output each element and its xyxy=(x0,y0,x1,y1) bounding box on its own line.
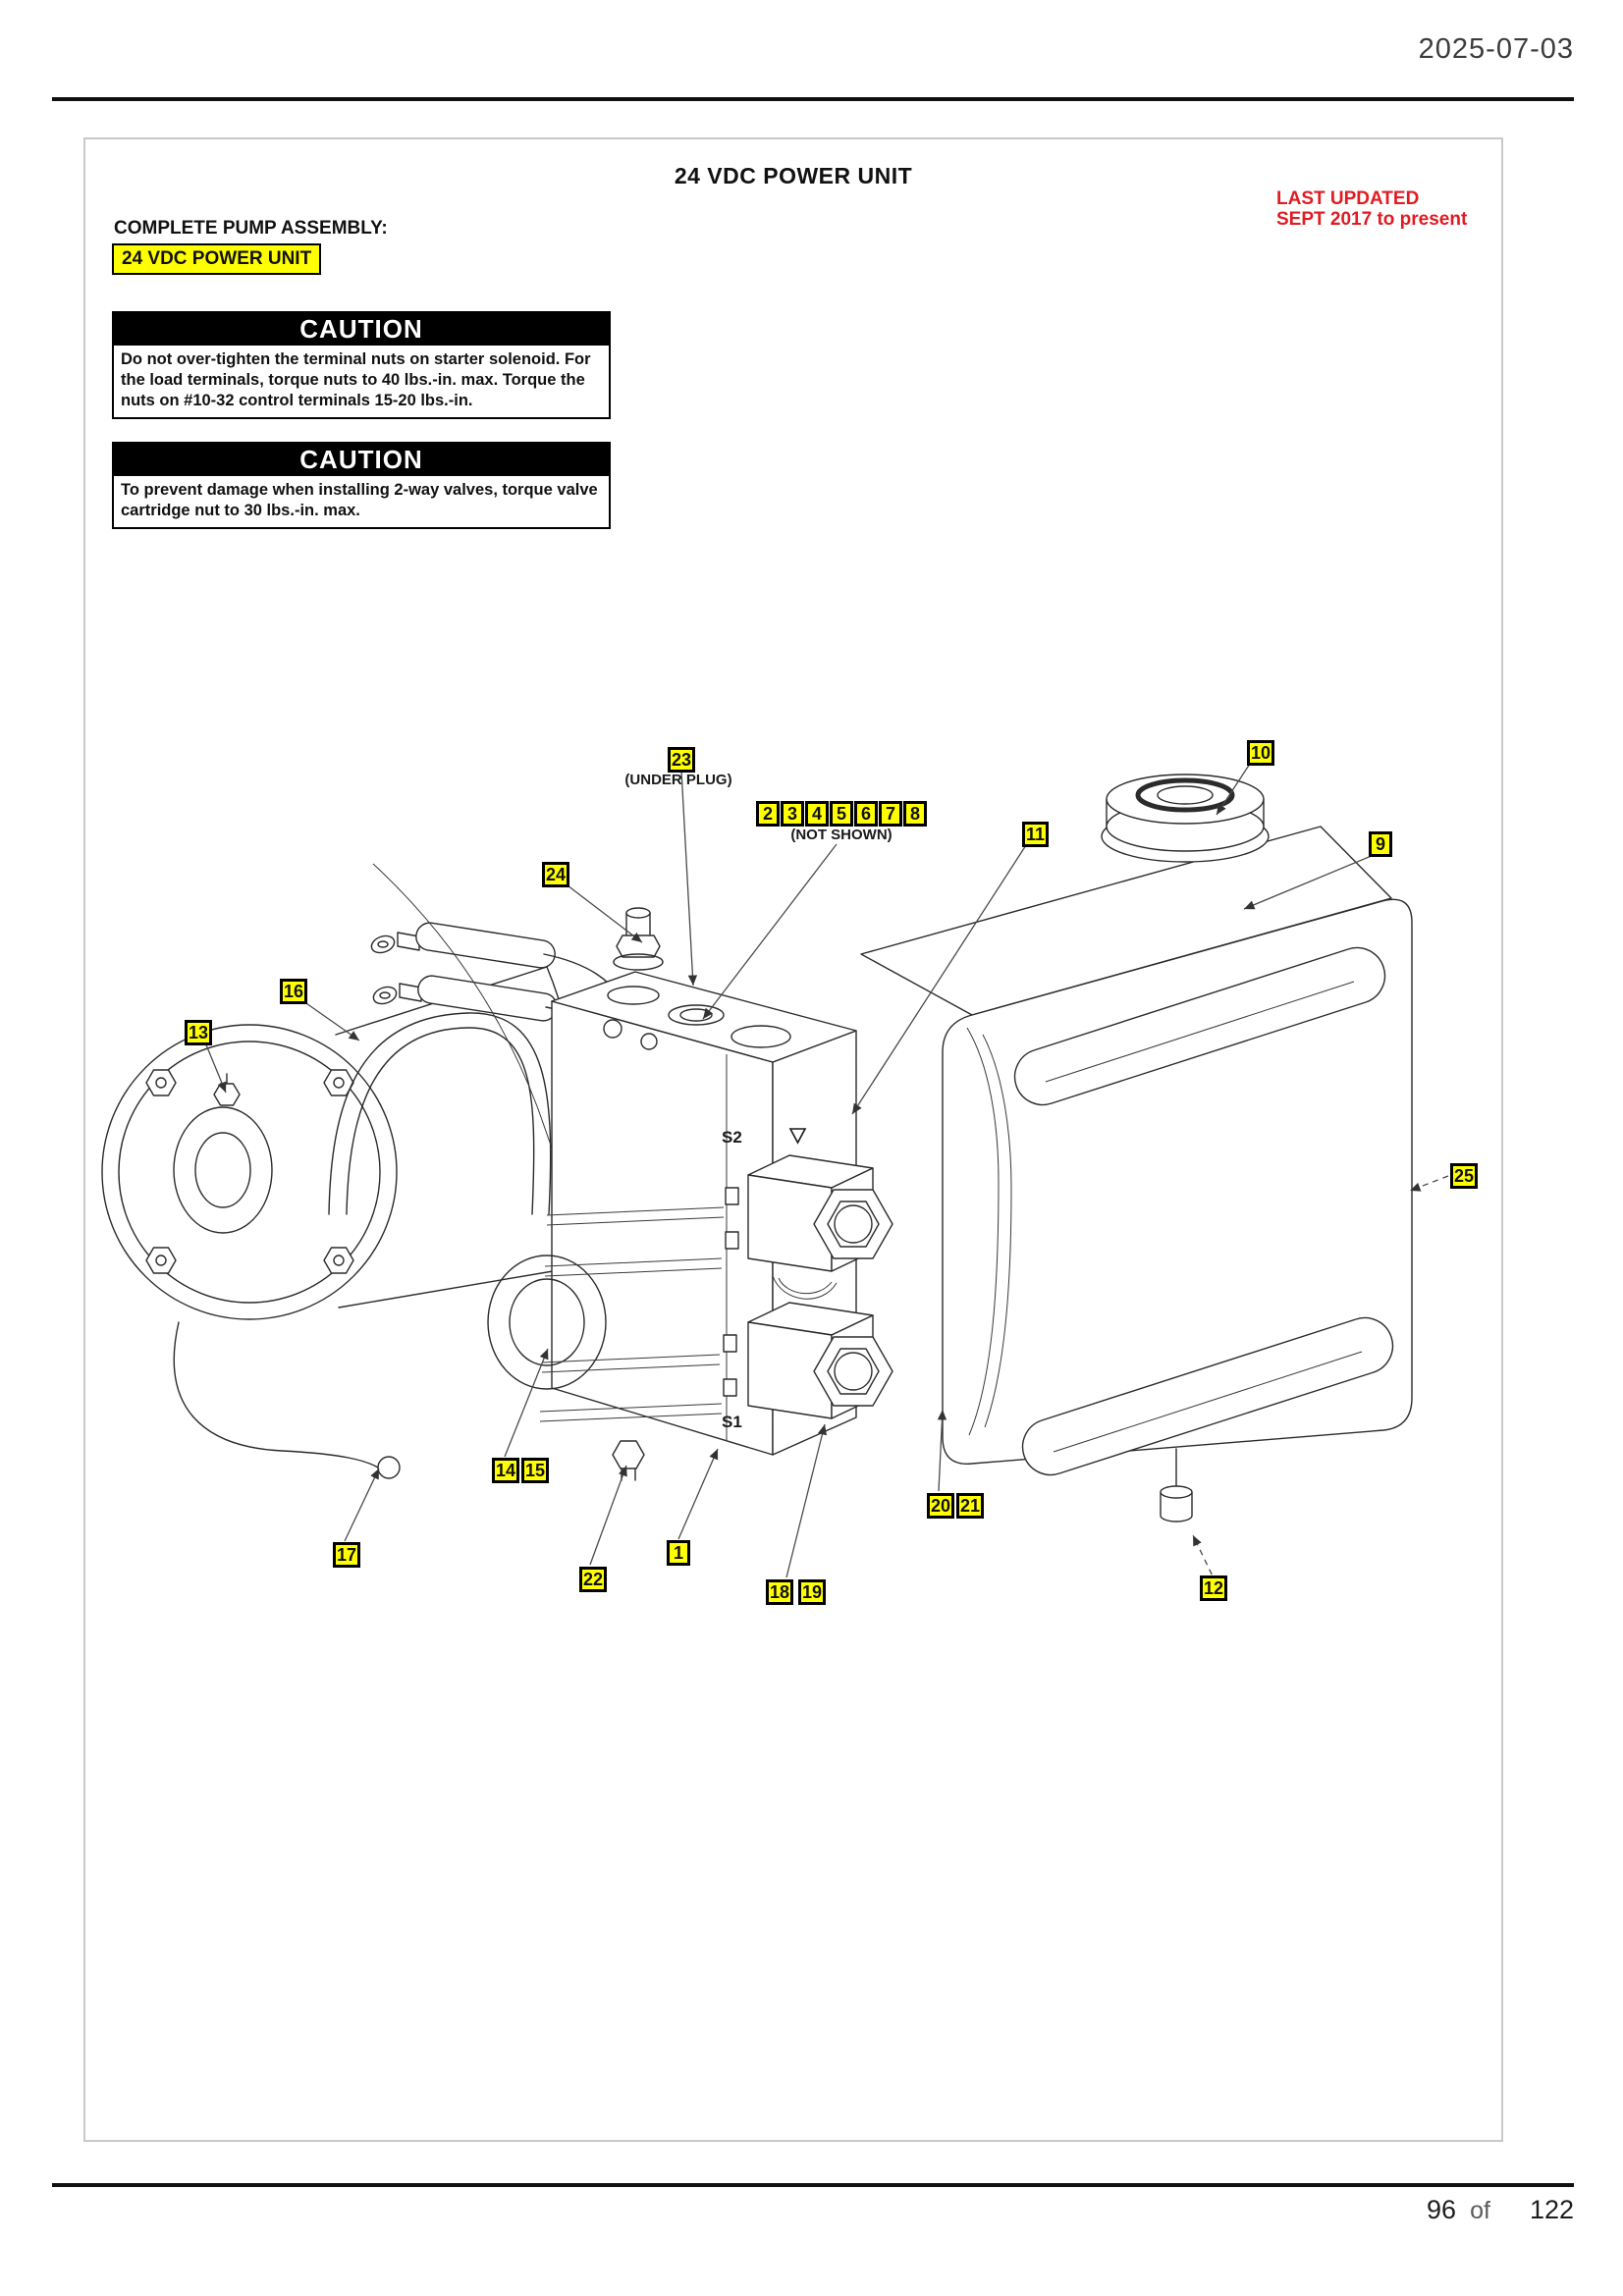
page-current: 96 xyxy=(1427,2195,1457,2224)
callout-22: 22 xyxy=(579,1567,608,1592)
callout-3: 3 xyxy=(781,801,804,827)
caution-1-body: Do not over-tighten the terminal nuts on… xyxy=(121,350,591,409)
filler-cap xyxy=(1101,774,1270,863)
callout-19: 19 xyxy=(798,1579,827,1605)
callout-8: 8 xyxy=(903,801,927,827)
callout-4: 4 xyxy=(805,801,829,827)
callout-5: 5 xyxy=(830,801,853,827)
callout-20: 20 xyxy=(927,1493,955,1519)
fused-lead-wires xyxy=(370,863,638,1240)
header-rule xyxy=(52,97,1574,101)
callout-23: 23 xyxy=(668,747,696,773)
caution-2-body: To prevent damage when installing 2-way … xyxy=(121,481,598,519)
page-total: 122 xyxy=(1529,2195,1574,2224)
callout-16: 16 xyxy=(280,979,308,1004)
label-s2: S2 xyxy=(722,1128,742,1147)
callout-25: 25 xyxy=(1450,1163,1479,1189)
callout-11: 11 xyxy=(1022,822,1050,847)
callout-6: 6 xyxy=(854,801,878,827)
callout-17: 17 xyxy=(333,1542,361,1568)
reservoir-tank xyxy=(860,774,1413,1522)
under-plug-note: (UNDER PLUG) xyxy=(624,772,732,788)
last-updated-note: LAST UPDATED SEPT 2017 to present xyxy=(1276,188,1467,230)
ground-strap xyxy=(328,1012,552,1215)
callout-7: 7 xyxy=(879,801,902,827)
content-frame: 24 VDC POWER UNIT LAST UPDATED SEPT 2017… xyxy=(83,137,1503,2142)
not-shown-note: (NOT SHOWN) xyxy=(790,827,893,843)
orientation-triangle-icon xyxy=(788,1128,807,1145)
caution-1-header: CAUTION xyxy=(114,313,609,346)
callout-12: 12 xyxy=(1200,1575,1228,1601)
footer-rule xyxy=(52,2183,1574,2187)
callout-9: 9 xyxy=(1369,831,1392,857)
page-number: 96 of 122 xyxy=(1427,2195,1574,2225)
callout-18: 18 xyxy=(766,1579,794,1605)
last-updated-line2: SEPT 2017 to present xyxy=(1276,209,1468,230)
caution-box-2: CAUTION To prevent damage when installin… xyxy=(112,442,611,529)
motor-cable xyxy=(173,1321,401,1479)
callout-13: 13 xyxy=(185,1020,213,1045)
electric-motor xyxy=(101,966,581,1320)
valve-cartridge-lower xyxy=(723,1302,893,1419)
callout-2: 2 xyxy=(756,801,780,827)
assembly-link-highlighted[interactable]: 24 VDC POWER UNIT xyxy=(112,243,322,275)
print-date: 2025-07-03 xyxy=(1418,33,1574,65)
solenoid-terminal-stud xyxy=(613,907,664,971)
caution-box-1: CAUTION Do not over-tighten the terminal… xyxy=(112,311,611,419)
callout-1: 1 xyxy=(667,1540,690,1566)
callout-15: 15 xyxy=(521,1458,550,1483)
callout-leader-lines xyxy=(204,763,1449,1585)
valve-cartridge-upper xyxy=(725,1154,893,1272)
page-title: 24 VDC POWER UNIT xyxy=(674,163,913,188)
callout-14: 14 xyxy=(492,1458,520,1483)
tank-groove-lower xyxy=(1021,1316,1394,1476)
hex-plug xyxy=(612,1440,645,1481)
callout-24: 24 xyxy=(542,862,570,887)
power-unit-illustration: S2 S1 xyxy=(101,763,1449,1585)
pump-bracket xyxy=(487,1255,607,1390)
caution-2-header: CAUTION xyxy=(114,444,609,476)
assembly-heading: COMPLETE PUMP ASSEMBLY: xyxy=(114,218,388,239)
callout-10: 10 xyxy=(1247,740,1275,766)
magnet-plug xyxy=(1160,1448,1193,1522)
label-s1: S1 xyxy=(722,1413,742,1431)
last-updated-line1: LAST UPDATED xyxy=(1276,188,1420,209)
callout-21: 21 xyxy=(956,1493,985,1519)
page-of-label: of xyxy=(1470,2197,1490,2224)
tank-groove-upper xyxy=(1013,946,1386,1106)
